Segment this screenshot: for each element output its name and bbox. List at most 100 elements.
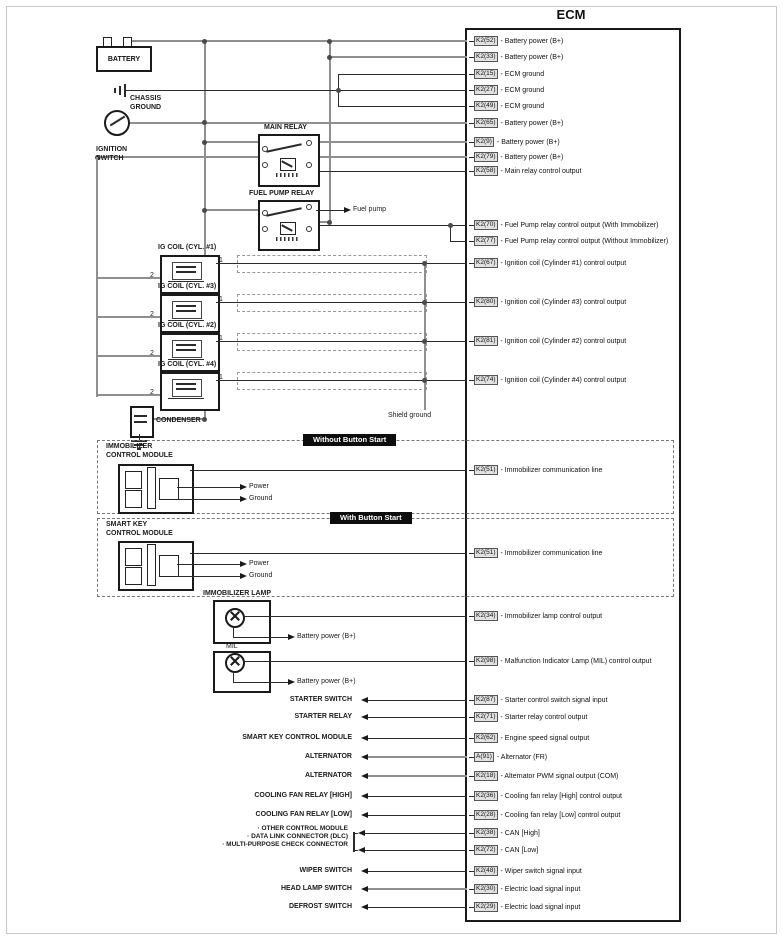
pin-number: K2(33): [474, 52, 498, 62]
ecm-pin-row: K2(70)Fuel Pump relay control output (Wi…: [469, 220, 658, 230]
junction-dot: [327, 39, 332, 44]
pin-number: K2(81): [474, 336, 498, 346]
wire: [450, 241, 467, 242]
pin-stub: [469, 870, 474, 872]
pin-stub: [469, 56, 474, 58]
component-label: COOLING FAN RELAY [HIGH]: [254, 792, 352, 799]
wire: [233, 671, 234, 682]
ignition-switch-icon: [104, 110, 130, 136]
wire: [329, 56, 467, 58]
ecm-pin-row: K2(52)Battery power (B+): [469, 36, 563, 46]
coil-winding: [176, 266, 196, 268]
coil-winding: [168, 281, 204, 282]
coil-winding: [176, 388, 196, 390]
module-connector: [147, 467, 156, 509]
coil-winding: [176, 271, 196, 273]
pin-number: K2(67): [474, 258, 498, 268]
wire: [368, 717, 467, 718]
wire: [368, 815, 467, 816]
pin-stub: [469, 888, 474, 890]
wire: [190, 553, 467, 554]
wire: [329, 40, 331, 224]
ecm-pin-row: K2(98)Malfunction Indicator Lamp (MIL) c…: [469, 656, 651, 666]
pin-description: Alternator PWM signal output (COM): [501, 773, 618, 780]
pin-number: K2(28): [474, 810, 498, 820]
ecm-pin-row: A(91)Alternator (FR): [469, 752, 547, 762]
ecm-pin-row: K2(62)Engine speed signal output: [469, 733, 589, 743]
coil-winding: [176, 310, 196, 312]
component-label: · MULTI-PURPOSE CHECK CONNECTOR: [222, 841, 348, 848]
pin-number: K2(58): [474, 166, 498, 176]
arrow-icon: [361, 773, 368, 779]
arrow-icon: [288, 634, 295, 640]
ig-coil-1-label: IG COIL (CYL. #1): [158, 244, 217, 251]
wire: [177, 576, 240, 577]
ecm-pin-row: K2(74)Ignition coil (Cylinder #4) contro…: [469, 375, 626, 385]
power-label: Power: [249, 560, 269, 567]
wire: [97, 394, 160, 396]
ig-coil-2-label: IG COIL (CYL. #2): [158, 322, 217, 329]
coil-pin-2: 2: [150, 311, 154, 318]
smart-key-module-label: CONTROL MODULE: [106, 530, 173, 537]
relay-pin: [262, 162, 268, 168]
relay-pin: [306, 140, 312, 146]
pin-description: ECM ground: [501, 71, 544, 78]
shield-outline: [237, 372, 427, 390]
wire: [216, 263, 467, 264]
pin-description: Immobilizer lamp control output: [501, 613, 602, 620]
arrow-icon: [361, 714, 368, 720]
junction-dot: [327, 220, 332, 225]
coil-pin-2: 2: [150, 389, 154, 396]
pin-number: K2(51): [474, 548, 498, 558]
bracket: [353, 832, 355, 852]
junction-dot: [336, 88, 341, 93]
wire: [316, 221, 331, 223]
junction-dot: [202, 140, 207, 145]
pin-description: Battery power (B+): [501, 154, 564, 161]
wire: [365, 833, 467, 834]
pin-stub: [469, 40, 474, 42]
wire: [216, 341, 467, 342]
coil-pin-1: 1: [219, 335, 223, 342]
wire: [316, 225, 467, 226]
mil-label: MIL: [226, 643, 238, 650]
ecm-title: ECM: [556, 7, 586, 22]
junction-dot: [202, 417, 207, 422]
wire: [338, 106, 467, 107]
shield-ground-wire: [424, 263, 426, 410]
arrow-icon: [240, 496, 247, 502]
pin-stub: [469, 756, 474, 758]
module-connector: [159, 555, 179, 577]
wire: [97, 156, 258, 158]
pin-description: Fuel Pump relay control output (Without …: [501, 238, 668, 245]
immobilizer-module-label: IMMOBILIZER: [106, 443, 153, 450]
arrow-icon: [240, 484, 247, 490]
arrow-icon: [361, 904, 368, 910]
pin-description: Fuel Pump relay control output (With Imm…: [501, 222, 659, 229]
pin-number: K2(80): [474, 297, 498, 307]
battery-label: BATTERY: [107, 55, 141, 63]
coil-winding: [168, 320, 204, 321]
ecm-pin-row: K2(49)ECM ground: [469, 101, 544, 111]
relay-resistor: [276, 237, 298, 241]
coil-winding: [168, 359, 204, 360]
wire: [131, 40, 467, 42]
pin-description: CAN [Low]: [501, 847, 538, 854]
page-frame: [6, 6, 777, 934]
coil-pin-2: 2: [150, 350, 154, 357]
module-connector: [147, 544, 156, 586]
pin-number: K2(38): [474, 828, 498, 838]
wire: [368, 888, 467, 890]
ignition-switch-label: IGNITION: [96, 146, 128, 153]
wire: [139, 434, 140, 440]
coil-winding: [176, 305, 196, 307]
coil-winding: [176, 349, 196, 351]
pin-number: K2(62): [474, 733, 498, 743]
pin-number: K2(72): [474, 845, 498, 855]
shield-outline: [237, 294, 427, 312]
chassis-ground-label: GROUND: [130, 104, 162, 111]
pin-stub: [469, 301, 474, 303]
smart-key-module-label: SMART KEY: [106, 521, 148, 528]
coil-winding: [176, 344, 196, 346]
